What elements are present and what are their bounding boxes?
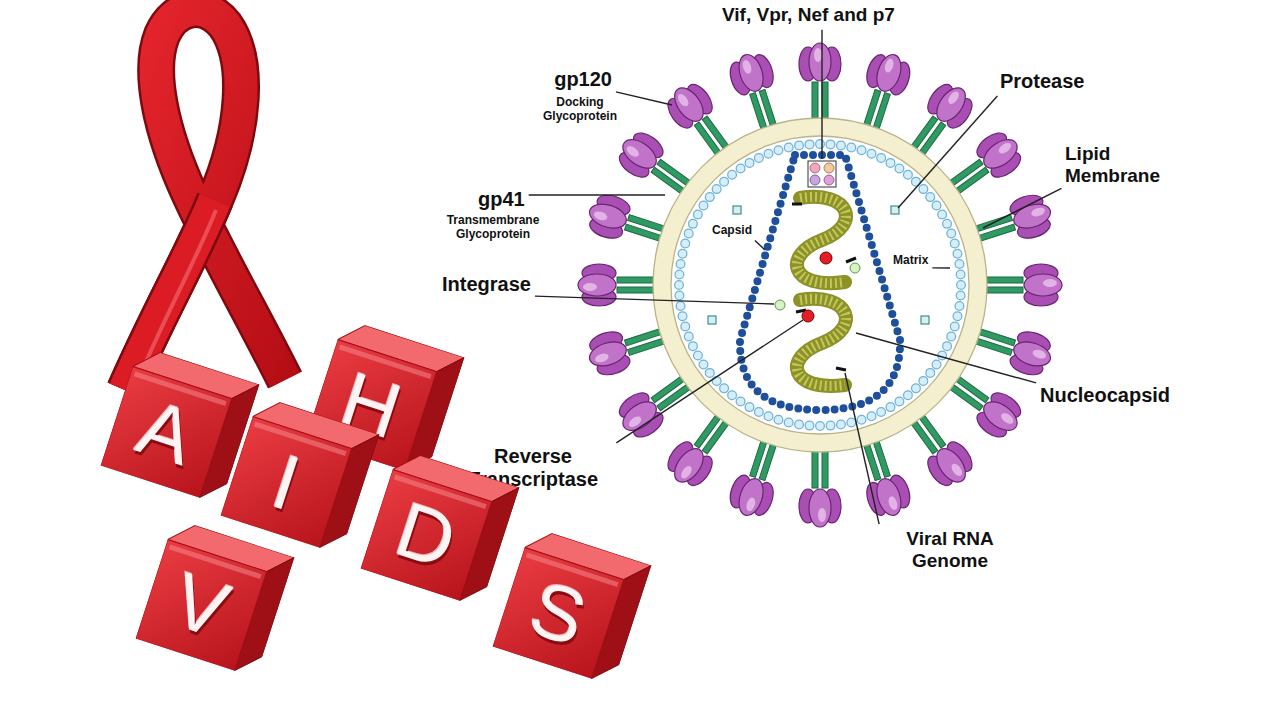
part-label: gp120	[554, 68, 612, 91]
leader-line	[821, 30, 822, 159]
leader-line	[616, 320, 803, 443]
part-label: Lipid Membrane	[1065, 143, 1195, 187]
part-label: Docking Glycoprotein	[530, 96, 630, 124]
part-label: Viral RNA Genome	[880, 528, 1020, 572]
hiv-virion	[578, 43, 1062, 527]
part-label: Integrase	[442, 273, 531, 296]
leader-line	[616, 92, 672, 105]
leader-line	[845, 373, 879, 524]
leader-line	[529, 194, 665, 195]
awareness-ribbon	[125, 9, 285, 390]
part-label: gp41	[478, 188, 525, 211]
part-label: Capsid	[712, 224, 752, 238]
leader-line	[755, 241, 765, 250]
part-label: Matrix	[893, 254, 928, 268]
letter-block: S	[493, 527, 652, 686]
leader-line	[535, 296, 774, 304]
leader-line	[898, 96, 997, 208]
part-label: Protease	[1000, 70, 1085, 93]
letter-block: V	[136, 519, 295, 678]
part-label: Nucleocapsid	[1040, 384, 1170, 407]
leader-line	[932, 267, 950, 269]
leader-line	[983, 188, 1061, 228]
part-label: Vif, Vpr, Nef and p7	[722, 4, 895, 26]
part-label: Transmembrane Glycoprotein	[428, 214, 558, 242]
leader-line	[856, 333, 1036, 383]
